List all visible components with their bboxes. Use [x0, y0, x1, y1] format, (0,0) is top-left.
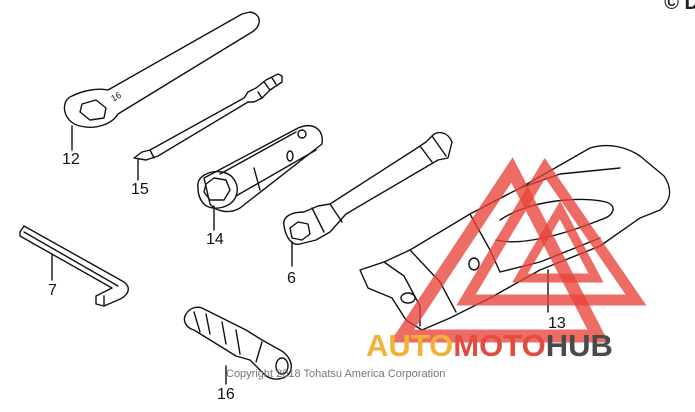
callout-16: 16 [217, 386, 235, 403]
tubular-socket-part-14 [197, 125, 323, 213]
watermark-brand: AUTOMOTOHUB [366, 328, 613, 364]
callout-15: 15 [131, 181, 149, 198]
box-wrench-part-6 [283, 131, 453, 245]
ring-wrench-part-12: 16 [63, 11, 260, 128]
brand-hub: HUB [545, 328, 613, 363]
hex-key-part-7 [19, 225, 129, 307]
watermark-logo [389, 157, 647, 343]
corner-copyright-mark: © D [664, 0, 695, 14]
callout-12: 12 [62, 151, 80, 168]
callout-6: 6 [287, 270, 296, 287]
callout-7: 7 [48, 282, 57, 299]
plug-socket-part-16 [183, 306, 292, 380]
brand-auto: AUTO [366, 328, 454, 363]
screwdriver-part-15 [133, 73, 283, 161]
wrench-stamp: 16 [109, 90, 123, 104]
brand-moto: MOTO [453, 328, 546, 363]
copyright-text: Copyright 2018 Tohatsu America Corporati… [226, 368, 446, 380]
callout-14: 14 [206, 231, 224, 248]
callout-13: 13 [548, 315, 566, 332]
